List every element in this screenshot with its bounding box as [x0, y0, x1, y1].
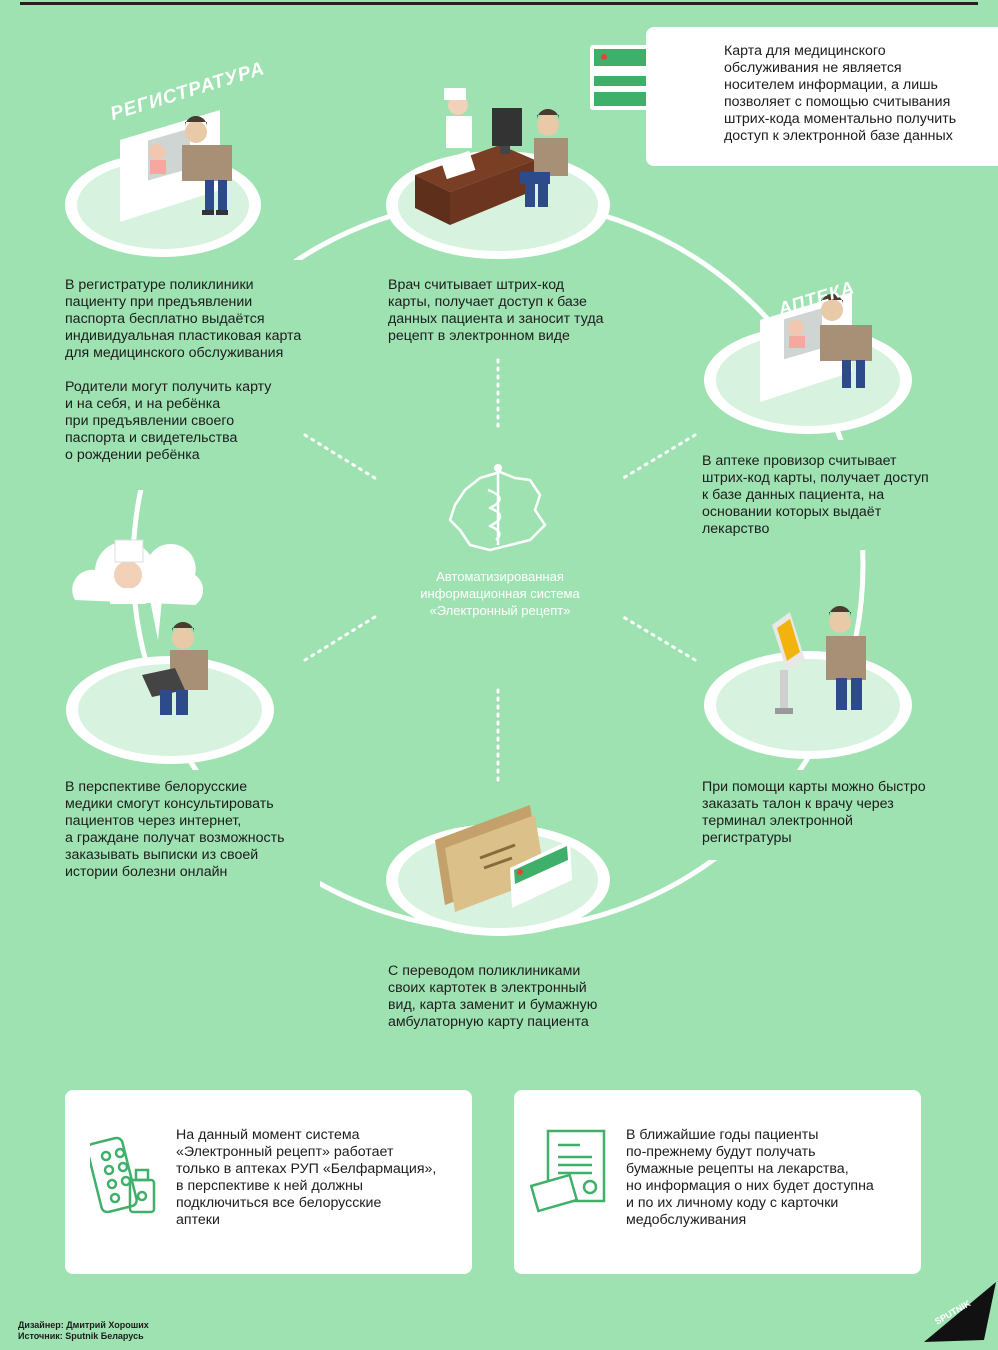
- registry-person: [149, 115, 232, 215]
- archive-scene: [435, 805, 572, 912]
- pharmacy-window: [760, 292, 872, 402]
- doctor-scene: [415, 88, 568, 225]
- pills-icon: [90, 1136, 156, 1214]
- card-info-text: Карта для медицинского обслуживания не я…: [724, 43, 957, 144]
- belarus-map-icon: [448, 470, 547, 552]
- card-info-box: [646, 27, 998, 166]
- note-left-text: На данный момент система «Электронный ре…: [176, 1127, 437, 1228]
- platform-terminal: [704, 651, 912, 759]
- online-scene: [72, 539, 208, 715]
- note-right-text: В ближайшие годы пациенты по-прежнему бу…: [626, 1127, 874, 1228]
- step-doctor-text: Врач считывает штрих-код карты, получает…: [388, 277, 604, 344]
- prescription-icon: [530, 1129, 606, 1213]
- center-caption: Автоматизированная информационная систем…: [420, 569, 580, 618]
- step-online-text: В перспективе белорусские медики смогут …: [65, 779, 285, 880]
- step-pharmacy-text: В аптеке провизор считывает штрих-код ка…: [702, 453, 929, 537]
- terminal-scene: [772, 605, 866, 714]
- spokes: [303, 358, 697, 782]
- top-rule: [20, 2, 978, 5]
- step-archive-text: С переводом поликлиниками своих картотек…: [388, 963, 598, 1030]
- sputnik-logo: [924, 1282, 996, 1342]
- credits: Дизайнер: Дмитрий Хороших Источник: Sput…: [18, 1320, 149, 1341]
- step-terminal-text: При помощи карты можно быстро заказать т…: [702, 779, 926, 846]
- step-registry-text: В регистратуре поликлиники пациенту при …: [65, 277, 302, 463]
- note-right-box: [514, 1090, 921, 1274]
